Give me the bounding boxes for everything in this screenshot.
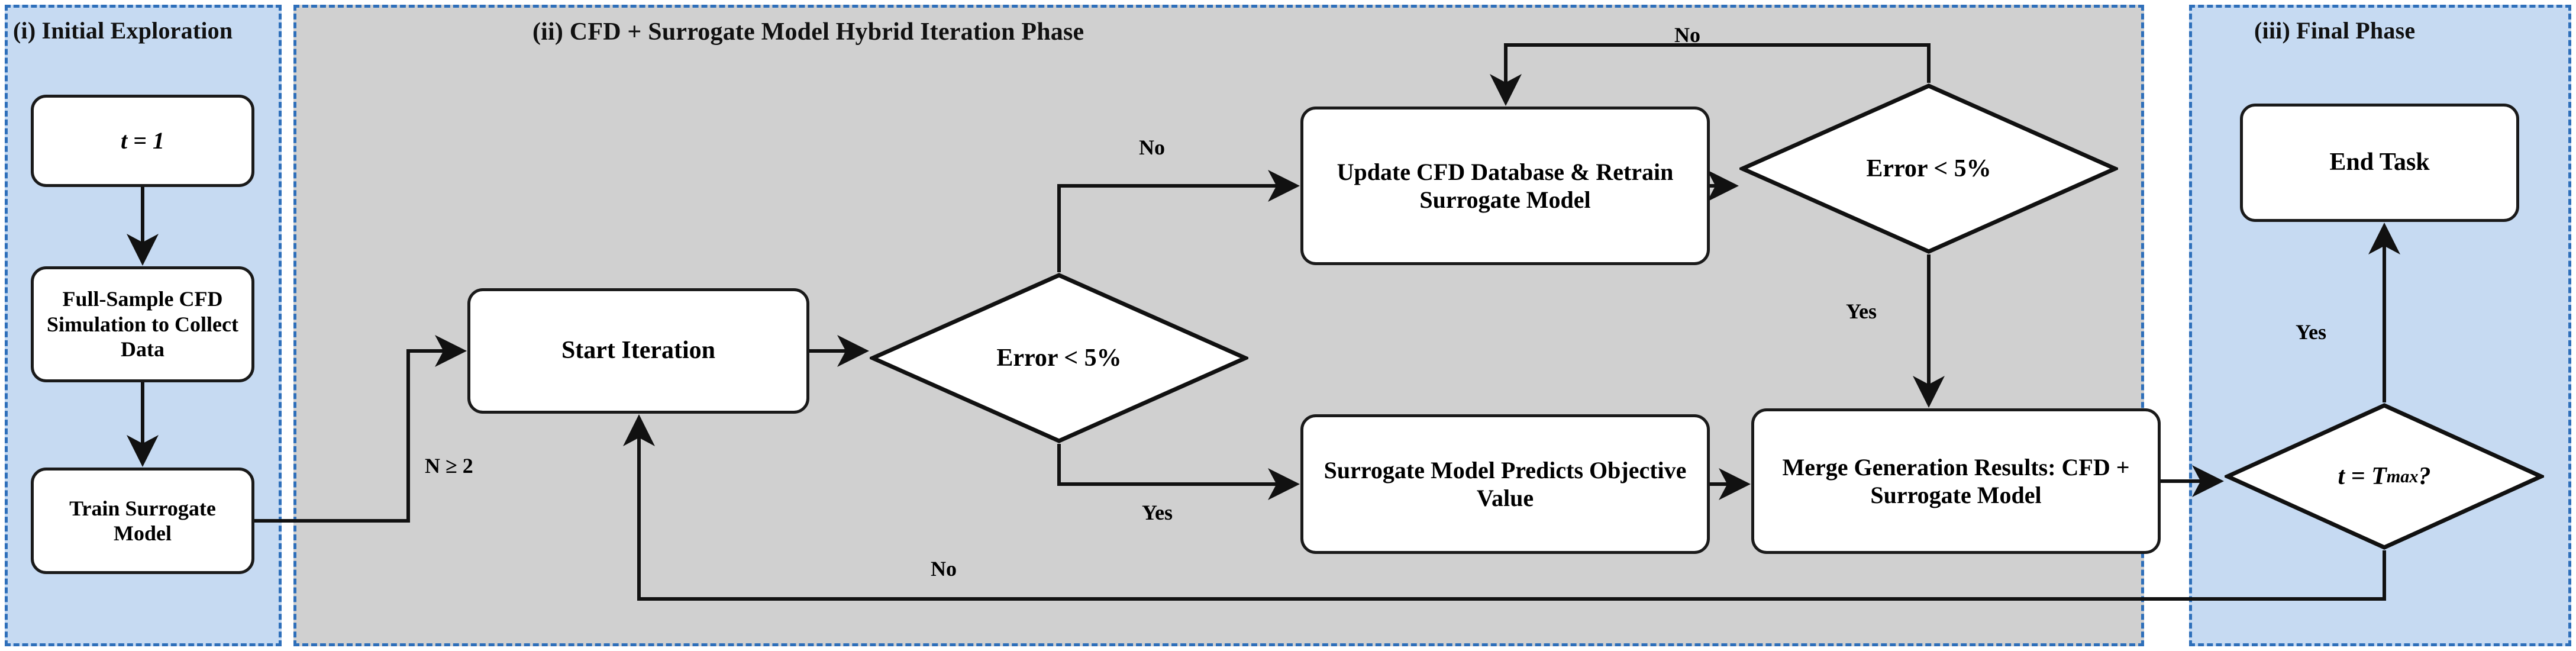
node-end-task-label: End Task [2329, 149, 2430, 176]
node-full-sample-cfd[interactable]: Full-Sample CFD Simulation to Collect Da… [31, 266, 254, 382]
phase-title-hybrid-iteration: (ii) CFD + Surrogate Model Hybrid Iterat… [532, 18, 1084, 46]
node-merge-generation-results[interactable]: Merge Generation Results: CFD + Surrogat… [1751, 408, 2161, 554]
edge-label-n-ge-2: N ≥ 2 [425, 454, 473, 478]
node-start-iteration-label: Start Iteration [561, 337, 716, 365]
edge-label-yes-to-predict: Yes [1142, 501, 1173, 524]
node-error-check-2[interactable]: Error < 5% [1739, 83, 2118, 254]
node-update-cfd-database-label: Update CFD Database & Retrain Surrogate … [1337, 158, 1674, 213]
node-full-sample-cfd-label: Full-Sample CFD Simulation to Collect Da… [47, 287, 238, 362]
edge-label-yes-to-merge: Yes [1846, 299, 1877, 323]
node-error-check-1-label: Error < 5% [996, 344, 1122, 372]
node-end-task[interactable]: End Task [2240, 104, 2519, 222]
node-surrogate-predicts-objective-label: Surrogate Model Predicts Objective Value [1323, 456, 1687, 511]
edge-label-yes-to-end: Yes [2296, 320, 2326, 344]
node-error-check-2-label: Error < 5% [1866, 155, 1991, 182]
diamond-shape [870, 273, 1248, 443]
diamond-shape [1739, 83, 2118, 254]
node-t-init[interactable]: t = 1 [31, 95, 254, 187]
edge-label-no-loop-back: No [1674, 23, 1700, 47]
node-train-surrogate-model-label: Train Surrogate Model [69, 496, 216, 545]
node-start-iteration[interactable]: Start Iteration [467, 288, 809, 414]
diamond-shape [2225, 403, 2544, 550]
node-update-cfd-database[interactable]: Update CFD Database & Retrain Surrogate … [1300, 107, 1710, 265]
phase-title-initial-exploration: (i) Initial Exploration [13, 17, 233, 44]
phase-title-final: (iii) Final Phase [2254, 17, 2416, 44]
edge-label-no-return: No [931, 557, 957, 581]
node-train-surrogate-model[interactable]: Train Surrogate Model [31, 468, 254, 574]
edge-label-no-to-update: No [1139, 136, 1165, 159]
node-merge-generation-results-label: Merge Generation Results: CFD + Surrogat… [1782, 453, 2130, 508]
node-t-init-label: t = 1 [121, 127, 164, 154]
node-error-check-1[interactable]: Error < 5% [870, 272, 1248, 444]
node-surrogate-predicts-objective[interactable]: Surrogate Model Predicts Objective Value [1300, 414, 1710, 554]
